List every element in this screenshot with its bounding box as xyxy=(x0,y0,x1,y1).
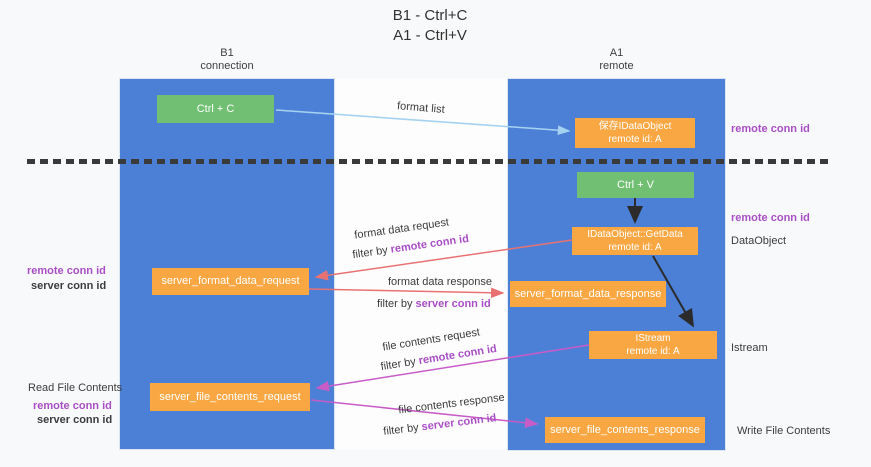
server-conn-id-text: server conn id xyxy=(415,298,491,310)
title-line-1: B1 - Ctrl+C xyxy=(392,7,468,24)
server-file-contents-request-label: server_file_contents_request xyxy=(159,390,301,403)
istream-side-label: Istream xyxy=(731,342,768,354)
ctrl-v-label: Ctrl + V xyxy=(617,178,654,191)
right-top-remote-conn-id: remote conn id xyxy=(731,123,810,135)
server-file-contents-response-label: server_file_contents_response xyxy=(550,423,700,436)
left-mid-remote-conn-id: remote conn id xyxy=(27,265,106,277)
getdata-line1: IDataObject::GetData xyxy=(587,229,683,240)
server-format-data-response-node: server_format_data_response xyxy=(510,281,666,307)
save-idataobject-node: 保存IDataObject remote id: A xyxy=(575,118,695,148)
istream-node: IStream remote id: A xyxy=(589,331,717,359)
left-lane-name: B1 xyxy=(220,47,234,59)
read-file-contents-label: Read File Contents xyxy=(28,382,123,394)
ctrl-c-label: Ctrl + C xyxy=(196,102,235,115)
ctrl-c-node: Ctrl + C xyxy=(157,95,274,123)
left-lane-subtitle: connection xyxy=(200,60,254,72)
server-format-data-request-label: server_format_data_request xyxy=(161,275,300,287)
server-format-data-request-node: server_format_data_request xyxy=(152,268,309,295)
istream-line1: IStream xyxy=(635,333,671,344)
left-lane-header: B1 connection xyxy=(119,47,335,73)
save-idataobject-line2: remote id: A xyxy=(608,134,662,145)
ctrl-v-node: Ctrl + V xyxy=(577,172,694,198)
left-bottom-remote-conn-id: remote conn id xyxy=(33,400,112,412)
title-line-2: A1 - Ctrl+V xyxy=(393,27,467,44)
right-lane-header: A1 remote xyxy=(507,47,726,73)
server-file-contents-response-node: server_file_contents_response xyxy=(545,417,705,443)
left-bottom-server-conn-id: server conn id xyxy=(37,414,113,426)
format-data-response-filter-label: filter by server conn id xyxy=(377,298,491,310)
getdata-line2: remote id: A xyxy=(608,242,662,253)
dataobject-label: DataObject xyxy=(731,235,787,247)
server-file-contents-request-node: server_file_contents_request xyxy=(150,383,310,411)
format-data-response-label: format data response xyxy=(388,276,492,288)
istream-line2: remote id: A xyxy=(626,346,680,357)
getdata-node: IDataObject::GetData remote id: A xyxy=(572,227,698,255)
diagram-title: B1 - Ctrl+C A1 - Ctrl+V xyxy=(280,6,580,46)
write-file-contents-label: Write File Contents xyxy=(737,425,831,437)
filter-by-text: filter by xyxy=(377,298,413,310)
right-lane-name: A1 xyxy=(609,47,624,59)
server-format-data-response-label: server_format_data_response xyxy=(514,287,662,300)
right-lane-subtitle: remote xyxy=(599,60,634,72)
save-idataobject-line1: 保存IDataObject xyxy=(598,121,672,132)
right-mid-remote-conn-id: remote conn id xyxy=(731,212,810,224)
left-mid-server-conn-id: server conn id xyxy=(31,280,107,292)
dashed-separator xyxy=(27,159,832,164)
